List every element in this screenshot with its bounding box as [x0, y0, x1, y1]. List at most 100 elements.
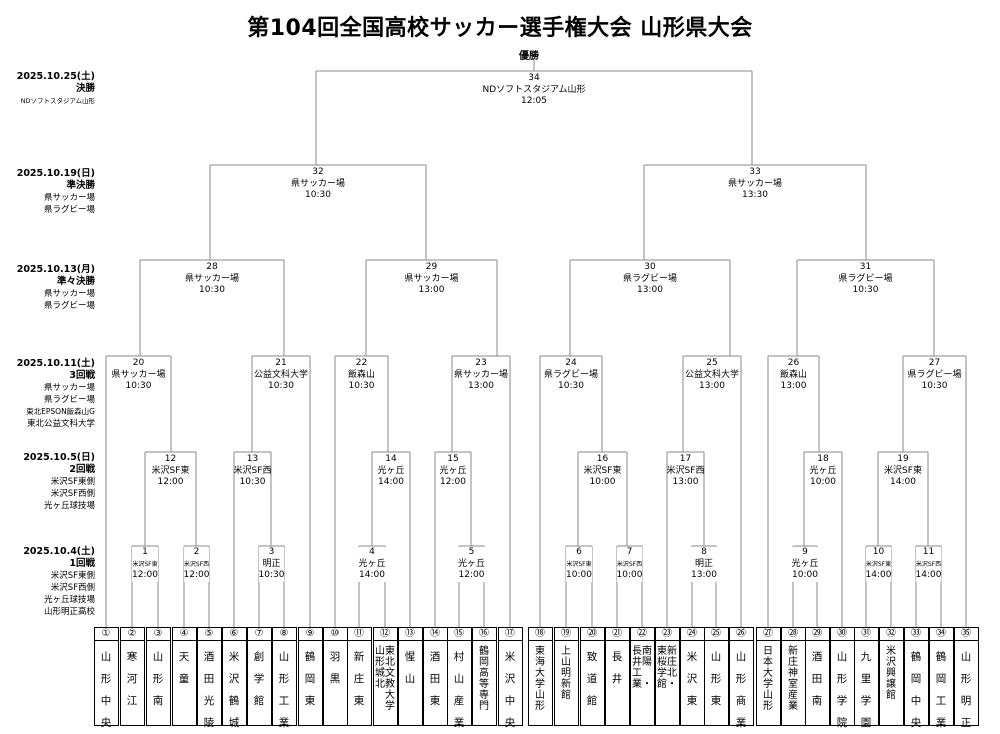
match-venue: 飯森山: [347, 369, 376, 380]
round-name: 2回戦: [69, 464, 95, 475]
round-venue: 光ヶ丘球技場: [43, 501, 95, 511]
team-name: 山 形 明 正: [960, 651, 972, 729]
match-venue: 県サッカー場: [727, 178, 783, 189]
team-name: 天 童: [178, 651, 190, 685]
match-time: 10:30: [258, 570, 285, 580]
match-number: 18: [817, 454, 829, 464]
match-number: 6: [576, 547, 582, 557]
match-time: 12:00: [157, 477, 184, 487]
team-name: 山 形 中 央: [100, 651, 112, 729]
match-venue: 県ラグビー場: [543, 369, 599, 380]
match-time: 10:30: [305, 190, 331, 200]
match-number: 13: [246, 454, 259, 464]
round-date: 2025.10.11(土): [16, 358, 95, 369]
team-name: 鶴 岡 中 央: [910, 651, 922, 729]
match-venue: 光ヶ丘: [791, 558, 819, 569]
round-date: 2025.10.25(土): [16, 71, 95, 82]
match-time: 10:00: [792, 570, 818, 580]
team-seed: ㉜: [879, 628, 903, 641]
round-info: 2025.10.4(土)1回戦米沢SF東側米沢SF西側光ヶ丘球技場山形明正高校: [0, 546, 95, 618]
match-number: 22: [355, 358, 368, 368]
match-number: 20: [132, 358, 145, 368]
match-venue: 米沢SF西: [616, 560, 643, 568]
match-number: 31: [859, 262, 872, 272]
team-name: 山 形 商 業: [735, 651, 747, 729]
team-name: 東新 桜庄 学北 館・: [657, 646, 677, 690]
round-venue: 米沢SF西側: [50, 489, 95, 499]
match-venue: 米沢SF東: [132, 560, 158, 568]
match-venue: 米沢SF東: [566, 560, 592, 568]
team-seed: ⑯: [472, 628, 496, 641]
match-venue: 公益文科大学: [253, 369, 309, 380]
team-box: ⑥ 米 沢 鶴 城: [221, 627, 247, 729]
round-venue: 県サッカー場: [43, 289, 95, 299]
round-venue: 東北公益文科大学: [26, 419, 95, 429]
match-time: 12:00: [458, 570, 485, 580]
match-venue: 光ヶ丘: [358, 558, 386, 569]
team-box: ⑦ 創 学 館: [246, 627, 272, 726]
team-seed: ①: [94, 628, 118, 641]
team-seed: ⑦: [247, 628, 271, 641]
team-name: 東 海 大 学 山 形: [535, 646, 545, 712]
team-name: 惺 山: [404, 651, 416, 685]
team-seed: ㉘: [781, 628, 805, 641]
match-time: 13:00: [637, 285, 663, 295]
team-name: 米 沢 興 譲 館: [886, 646, 896, 701]
team-seed: ㉒: [630, 628, 654, 641]
team-seed: ⑥: [222, 628, 246, 641]
match-venue: 明正: [694, 558, 713, 569]
match-venue: 県サッカー場: [453, 369, 509, 380]
match-venue: 県サッカー場: [404, 273, 459, 284]
team-seed: ㉚: [830, 628, 854, 641]
team-seed: ㉓: [655, 628, 679, 641]
round-date: 2025.10.5(日): [23, 452, 95, 463]
match-time: 10:30: [239, 477, 266, 487]
team-seed: ㉕: [704, 628, 728, 641]
team-seed: ㉙: [805, 628, 829, 641]
match-venue: NDソフトスタジアム山形: [482, 84, 586, 95]
team-seed: ⑫: [373, 628, 397, 641]
team-name: 米 沢 鶴 城: [228, 651, 240, 729]
team-name: 長南 井陽 工 業・: [632, 646, 652, 690]
round-venue: 県ラグビー場: [43, 205, 95, 215]
team-seed: ③: [146, 628, 170, 641]
team-seed: ②: [120, 628, 144, 641]
round-name: 準々決勝: [56, 276, 95, 287]
match-time: 14:00: [359, 570, 385, 580]
team-name: 村 山 産 業: [453, 651, 465, 729]
match-time: 10:00: [589, 477, 616, 487]
team-name: 鶴 岡 高 等 専 門: [479, 646, 489, 712]
round-date: 2025.10.4(土): [23, 546, 95, 557]
team-seed: ㉛: [854, 628, 878, 641]
team-name: 創 学 館: [253, 651, 265, 707]
round-date: 2025.10.13(月): [16, 264, 95, 275]
match-number: 12: [164, 454, 177, 464]
match-venue: 県ラグビー場: [622, 273, 678, 284]
